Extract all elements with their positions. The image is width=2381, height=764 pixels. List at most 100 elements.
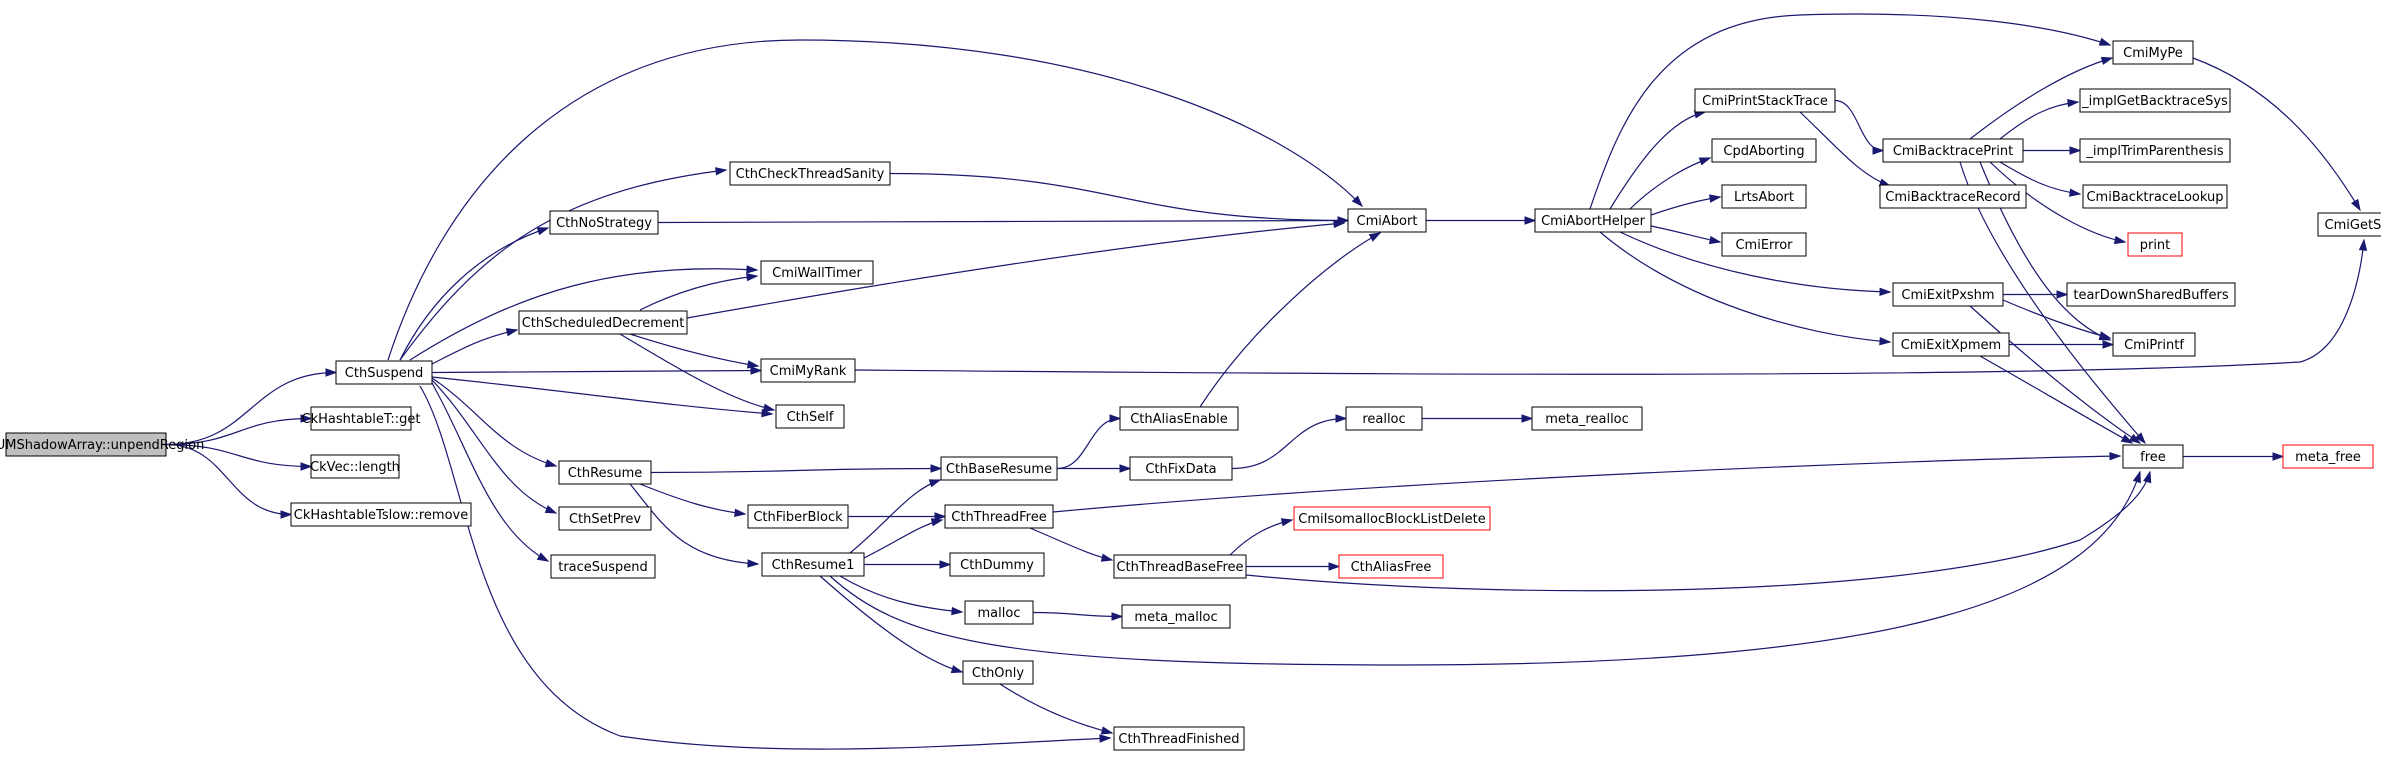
node-meta-free[interactable]: meta_free (2282, 444, 2374, 469)
node-cmigetstate[interactable]: CmiGetState (2317, 212, 2381, 237)
arrowhead-icon (1100, 553, 1114, 562)
edge-cthsuspend-to-cthsetprev (431, 379, 558, 514)
node-label: CthCheckThreadSanity (736, 167, 885, 182)
node-cmiprintstacktrace[interactable]: CmiPrintStackTrace (1694, 88, 1836, 113)
node-cthonly[interactable]: CthOnly (962, 660, 1034, 685)
node-layer: ParFUMShadowArray::unpendRegion CthSuspen… (0, 40, 2381, 751)
node-print[interactable]: print (2127, 232, 2183, 257)
node-cmimype[interactable]: CmiMyPe (2112, 40, 2194, 65)
edge-cthabort-to-cmiaborthelper (1426, 216, 1537, 225)
node-meta-realloc[interactable]: meta_realloc (1531, 406, 1643, 431)
node-box (1121, 604, 1231, 629)
edge-cthbaseresume-to-cthfixdata (1057, 464, 1132, 473)
node-cthcheckthreadsanity[interactable]: CthCheckThreadSanity (729, 161, 891, 186)
edge-cththreadfree-to-free (1052, 451, 2122, 513)
node-box (1892, 282, 2004, 307)
arrowhead-icon (544, 459, 558, 468)
node-tracesuspend[interactable]: traceSuspend (550, 554, 656, 579)
edge-cmiexitpxshm-to-teardownsharedbuffers (2003, 290, 2069, 299)
edge-cmiaborthelper-to-cpdaborting (1629, 157, 1712, 210)
node-impltrimparenthesis[interactable]: _implTrimParenthesis (2079, 138, 2231, 163)
node-cthsuspend[interactable]: CthSuspend (335, 360, 433, 385)
edge-cthresume1-to-free (829, 470, 2141, 666)
arrowhead-icon (1521, 414, 1534, 423)
edge-root-to-ckhashtabletslow-remove (165, 443, 293, 519)
node-meta-malloc[interactable]: meta_malloc (1121, 604, 1231, 629)
arrowhead-icon (300, 462, 313, 471)
node-ckhashtablet-get[interactable]: CkHashtableT::get (302, 406, 421, 431)
node-cthresume1[interactable]: CthResume1 (761, 552, 865, 577)
node-ckvec-length[interactable]: CkVec::length (310, 454, 400, 479)
node-cmimyrank[interactable]: CmiMyRank (760, 358, 856, 383)
arrowhead-icon (951, 606, 964, 616)
node-label: CkVec::length (310, 460, 400, 475)
node-ckhashtabletslow-remove[interactable]: CkHashtableTslow::remove (290, 502, 472, 527)
edge-line (431, 379, 557, 514)
node-label: CmiBacktracePrint (1893, 144, 2013, 159)
node-lrtsabort[interactable]: LrtsAbort (1721, 184, 1807, 209)
node-cmiisomallocblocklistdelete[interactable]: CmiIsomallocBlockListDelete (1293, 506, 1491, 531)
node-cmibacktracelookup[interactable]: CmiBacktraceLookup (2082, 184, 2228, 209)
node-box (558, 506, 652, 531)
edge-cthsuspend-to-cthabort (387, 39, 1364, 361)
node-implgetbacktracesys[interactable]: _implGetBacktraceSys (2079, 88, 2231, 113)
node-cthresume[interactable]: CthResume (558, 460, 652, 485)
node-cmibacktracerecord[interactable]: CmiBacktraceRecord (1879, 184, 2027, 209)
edge-cthonly-to-cththreadfinished (999, 683, 1114, 735)
node-box (1721, 184, 1807, 209)
node-cmiabort[interactable]: CmiAbort (1347, 208, 1427, 233)
edge-line (431, 382, 549, 562)
arrowhead-icon (2358, 238, 2368, 251)
node-label: malloc (978, 606, 1021, 621)
edge-line (819, 575, 963, 673)
node-cthaliasfree[interactable]: CthAliasFree (1338, 554, 1444, 579)
node-label: CmiAbort (1357, 214, 1418, 229)
arrowhead-icon (2143, 470, 2152, 484)
node-cththreadbasefree[interactable]: CthThreadBaseFree (1113, 554, 1247, 579)
node-label: meta_realloc (1545, 412, 1629, 427)
node-box (2122, 444, 2184, 469)
node-cthfixdata[interactable]: CthFixData (1129, 456, 1233, 481)
node-cthscheduleddecrement[interactable]: CthScheduledDecrement (518, 310, 688, 335)
edge-cthscheduleddecrement-to-cthself (619, 333, 776, 412)
node-cthfiberblock[interactable]: CthFiberBlock (747, 504, 849, 529)
edge-cmibacktraceprint-to-cmibacktracelookup (1999, 161, 2082, 197)
node-malloc[interactable]: malloc (964, 600, 1034, 625)
node-cthdummy[interactable]: CthDummy (949, 552, 1045, 577)
node-cmierror[interactable]: CmiError (1721, 232, 1807, 257)
arrowhead-icon (2109, 451, 2122, 461)
arrowhead-icon (762, 403, 776, 412)
edge-line (1999, 101, 2079, 140)
node-cmiprintf[interactable]: CmiPrintf (2112, 332, 2196, 357)
node-cththreadfinished[interactable]: CthThreadFinished (1113, 726, 1245, 751)
node-cpdaborting[interactable]: CpdAborting (1711, 138, 1817, 163)
edge-cthscheduleddecrement-to-cmimyrank (629, 333, 760, 369)
node-cthself[interactable]: CthSelf (775, 404, 845, 429)
arrowhead-icon (1328, 562, 1341, 571)
node-cthaliasenable[interactable]: CthAliasEnable (1119, 406, 1239, 431)
node-realloc[interactable]: realloc (1345, 406, 1423, 431)
node-cthsetprev[interactable]: CthSetPrev (558, 506, 652, 531)
node-free[interactable]: free (2122, 444, 2184, 469)
node-label: CkHashtableTslow::remove (294, 508, 468, 523)
edge-realloc-to-meta-realloc (1422, 414, 1534, 423)
edge-line (399, 227, 549, 361)
node-cthbaseresume[interactable]: CthBaseResume (940, 456, 1058, 481)
arrowhead-icon (2113, 235, 2127, 245)
node-cmiwalltimer[interactable]: CmiWallTimer (760, 260, 874, 285)
edge-cthnostrategy-to-cthabort (657, 216, 1350, 225)
node-cthnostrategy[interactable]: CthNoStrategy (549, 210, 659, 235)
node-cmibacktraceprint[interactable]: CmiBacktracePrint (1882, 138, 2024, 163)
node-box (944, 504, 1054, 529)
node-cmiaborthelper[interactable]: CmiAbortHelper (1534, 208, 1652, 233)
arrowhead-icon (746, 265, 759, 274)
arrowhead-icon (1100, 726, 1114, 735)
arrowhead-icon (747, 559, 760, 568)
node-cmiexitpxshm[interactable]: CmiExitPxshm (1892, 282, 2004, 307)
node-cththreadfree[interactable]: CthThreadFree (944, 504, 1054, 529)
node-parfumshadowarray-unpendregion[interactable]: ParFUMShadowArray::unpendRegion (0, 432, 204, 457)
edge-line (431, 377, 557, 467)
arrowhead-icon (2067, 98, 2080, 108)
node-teardownsharedbuffers[interactable]: tearDownSharedBuffers (2066, 282, 2236, 307)
node-cmiexitxpmem[interactable]: CmiExitXpmem (1892, 332, 2010, 357)
